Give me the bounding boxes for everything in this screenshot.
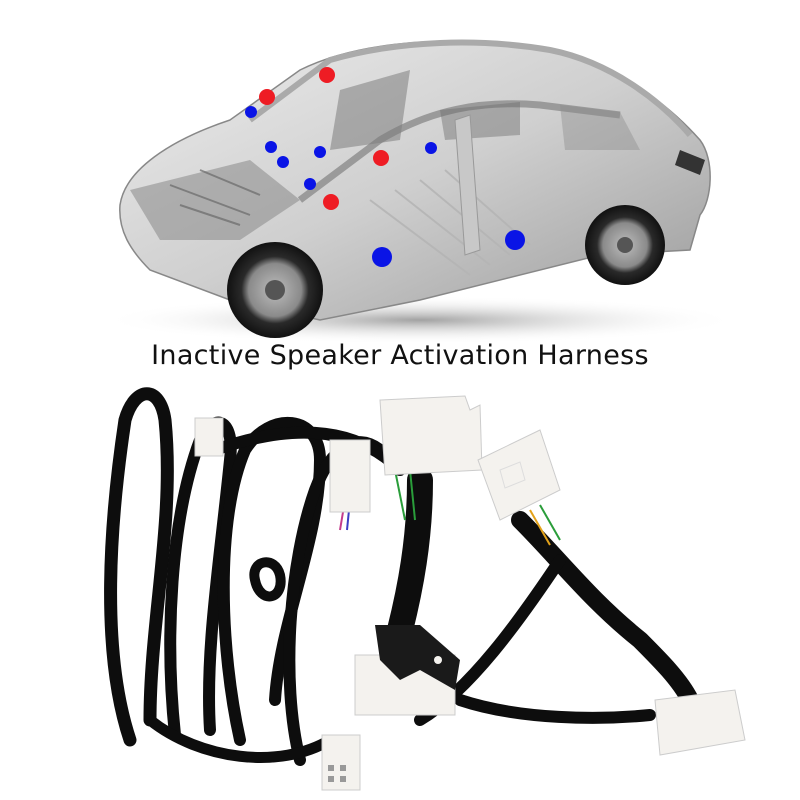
small-connector-mid — [329, 439, 371, 513]
angled-connector — [477, 429, 561, 521]
clip-connector — [354, 625, 460, 716]
main-large-connector — [379, 395, 483, 476]
front-wheel — [227, 242, 323, 338]
wiring-harness-photo — [0, 385, 800, 800]
blue-speaker-dot — [372, 247, 392, 267]
harness-illustration — [104, 387, 746, 791]
small-connector-left — [194, 417, 224, 457]
blue-speaker-dot — [314, 146, 326, 158]
red-speaker-dot — [319, 67, 335, 83]
blue-speaker-dot — [277, 156, 289, 168]
blue-speaker-dot — [425, 142, 437, 154]
red-speaker-dot — [373, 150, 389, 166]
red-speaker-dot — [259, 89, 275, 105]
red-speaker-dot — [323, 194, 339, 210]
blue-speaker-dot — [304, 178, 316, 190]
product-caption: Inactive Speaker Activation Harness — [151, 340, 649, 371]
car-speaker-diagram — [0, 0, 800, 345]
small-connector-bottom — [321, 734, 361, 791]
blue-speaker-dot — [265, 141, 277, 153]
blue-speaker-dot — [245, 106, 257, 118]
end-connector-right — [654, 689, 746, 756]
blue-speaker-dot — [505, 230, 525, 250]
car-body-illustration — [100, 39, 740, 344]
rear-wheel — [585, 205, 665, 285]
speaker-location-dots — [245, 67, 525, 267]
